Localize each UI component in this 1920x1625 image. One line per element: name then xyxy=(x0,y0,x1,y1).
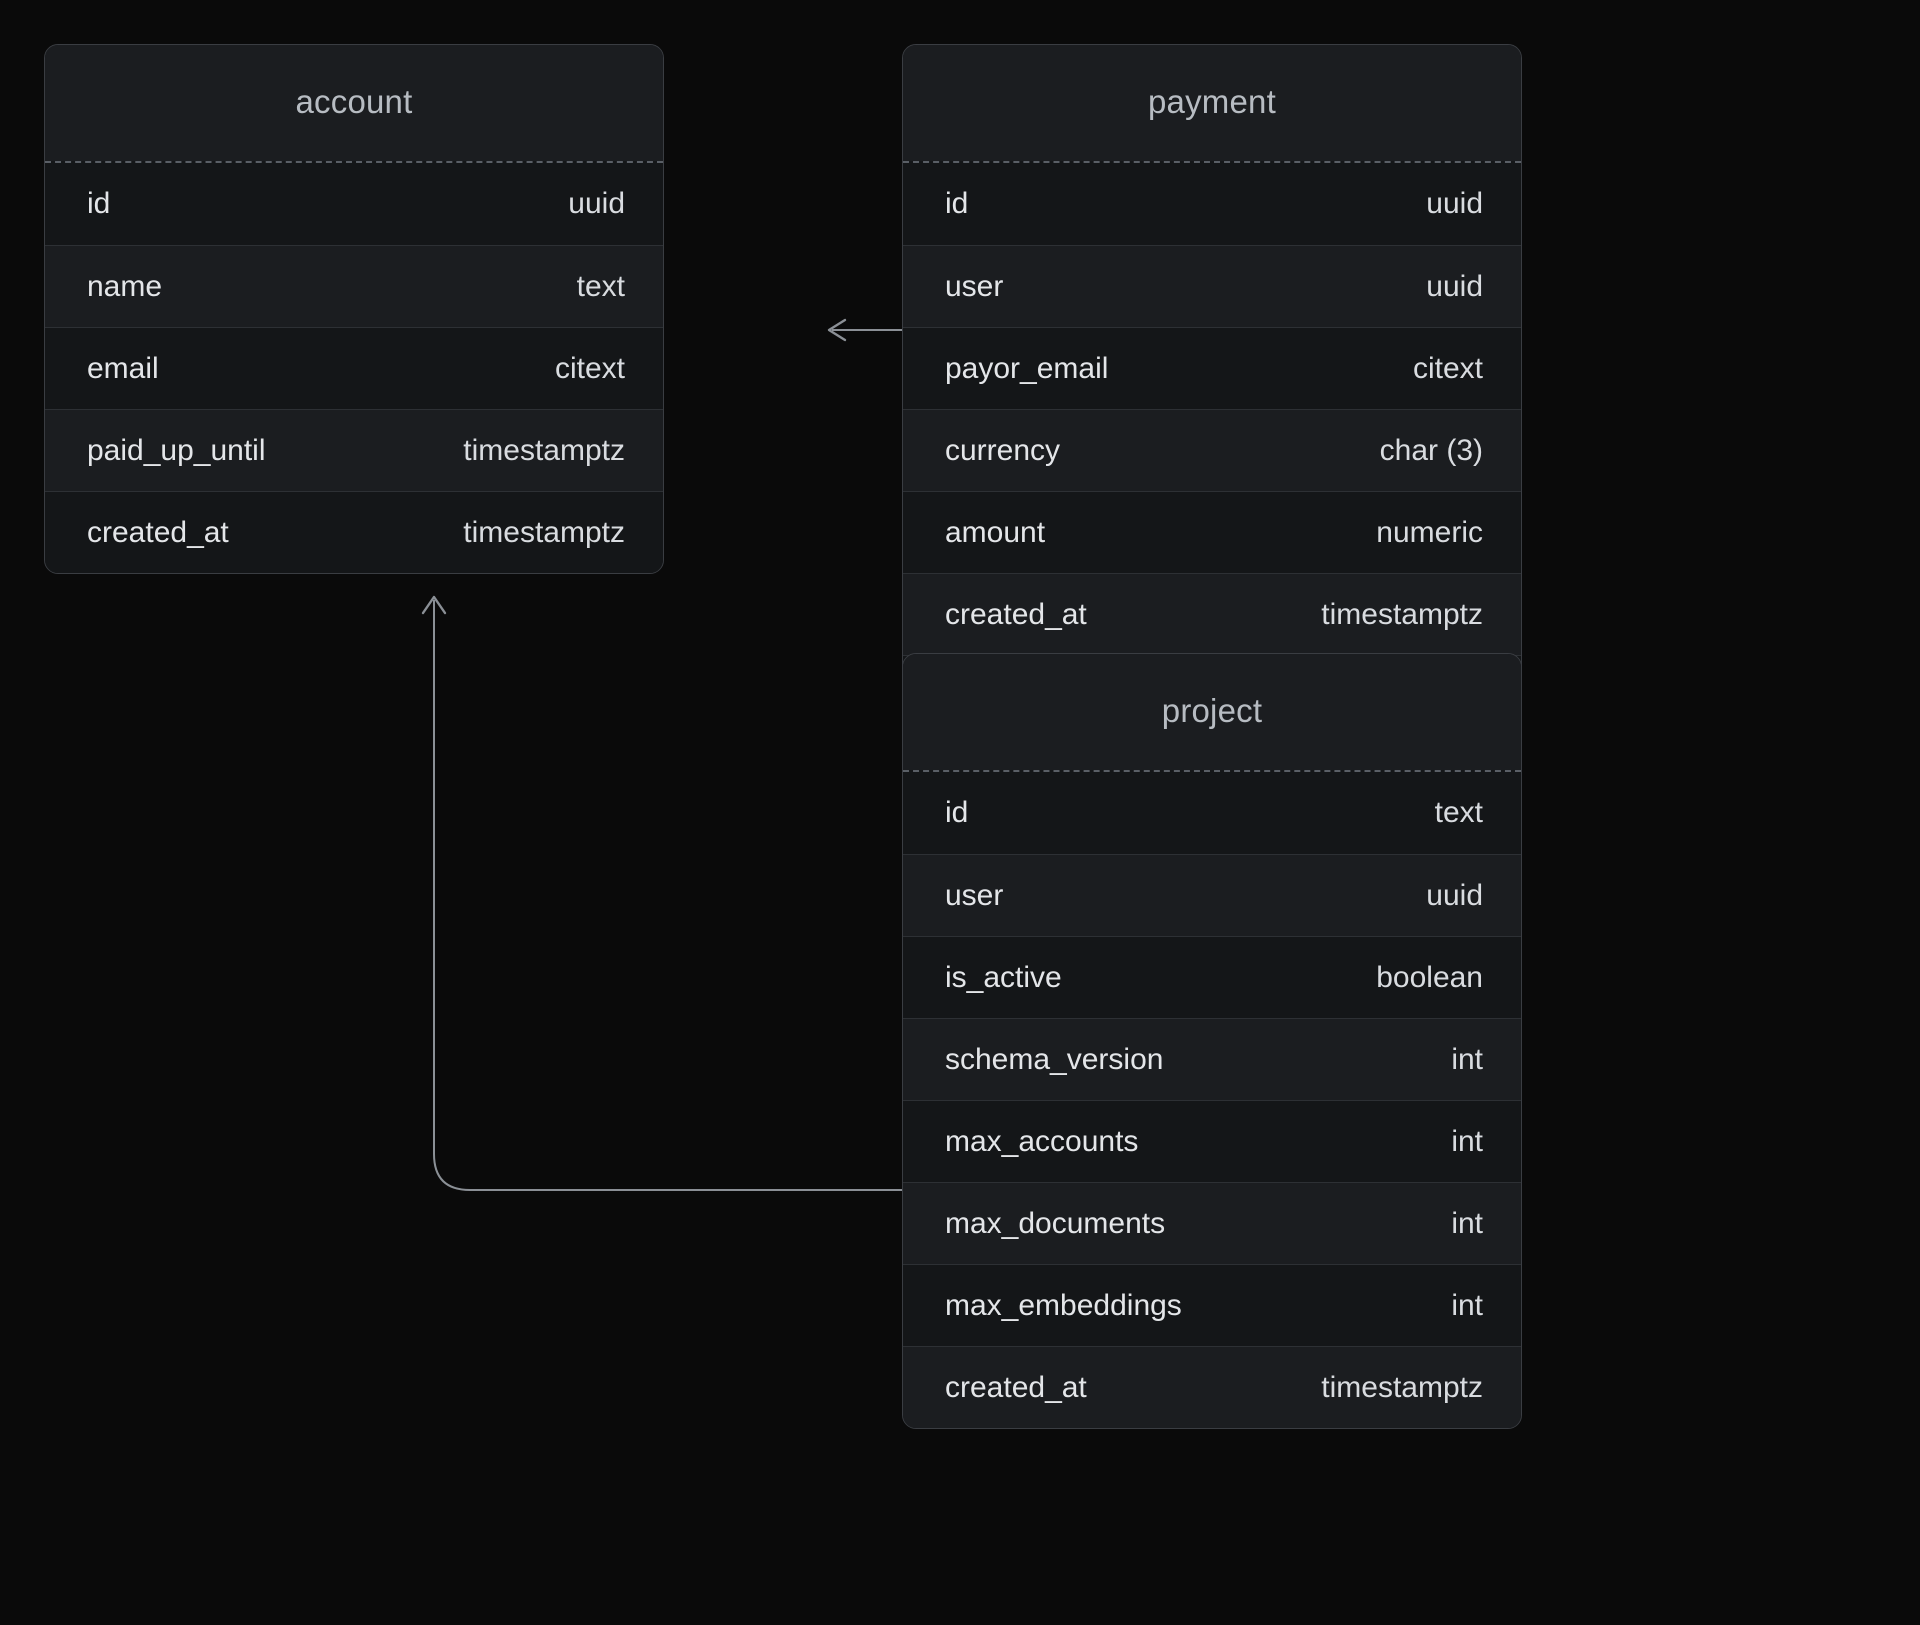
field-row[interactable]: max_documents int xyxy=(903,1182,1521,1264)
field-name: amount xyxy=(945,515,1046,549)
field-type: uuid xyxy=(568,187,625,220)
title-divider xyxy=(903,161,1521,163)
field-name: max_embeddings xyxy=(945,1288,1182,1322)
field-type: int xyxy=(1451,1124,1483,1158)
field-row[interactable]: name text xyxy=(45,245,663,327)
field-name: user xyxy=(945,269,1004,303)
field-row[interactable]: max_embeddings int xyxy=(903,1264,1521,1346)
field-name: user xyxy=(945,878,1004,912)
field-type: int xyxy=(1451,1206,1483,1240)
field-list-payment: id uuid user uuid payor_email citext cur… xyxy=(903,163,1521,737)
field-name: payor_email xyxy=(945,351,1109,385)
field-name: id xyxy=(945,187,969,220)
field-row[interactable]: created_at timestamptz xyxy=(903,1346,1521,1428)
field-name: created_at xyxy=(945,597,1087,631)
field-type: timestamptz xyxy=(463,433,625,467)
field-row[interactable]: max_accounts int xyxy=(903,1100,1521,1182)
field-list-project: id text user uuid is_active boolean sche… xyxy=(903,772,1521,1428)
field-type: citext xyxy=(1412,351,1483,385)
title-divider xyxy=(903,770,1521,772)
field-type: int xyxy=(1451,1288,1483,1322)
field-name: created_at xyxy=(945,1370,1087,1404)
field-row[interactable]: currency char (3) xyxy=(903,409,1521,491)
field-row[interactable]: is_active boolean xyxy=(903,936,1521,1018)
field-name: currency xyxy=(945,433,1061,467)
entity-payment[interactable]: payment id uuid user uuid payor_email ci… xyxy=(902,44,1522,738)
field-type: text xyxy=(1434,796,1483,829)
field-type: timestamptz xyxy=(463,515,625,549)
field-name: is_active xyxy=(945,960,1062,994)
field-name: id xyxy=(87,187,111,220)
field-type: timestamptz xyxy=(1321,1370,1483,1404)
field-name: max_accounts xyxy=(945,1124,1139,1158)
field-name: created_at xyxy=(87,515,229,549)
field-row[interactable]: user uuid xyxy=(903,245,1521,327)
field-row[interactable]: amount numeric xyxy=(903,491,1521,573)
field-row[interactable]: id uuid xyxy=(45,163,663,245)
field-name: name xyxy=(87,269,163,303)
field-type: uuid xyxy=(1426,269,1483,303)
field-name: max_documents xyxy=(945,1206,1166,1240)
field-list-account: id uuid name text email citext paid_up_u… xyxy=(45,163,663,573)
field-type: char (3) xyxy=(1379,433,1483,467)
field-name: schema_version xyxy=(945,1042,1164,1076)
field-row[interactable]: id uuid xyxy=(903,163,1521,245)
entity-title-project: project xyxy=(903,654,1521,770)
field-row[interactable]: created_at timestamptz xyxy=(45,491,663,573)
field-name: paid_up_until xyxy=(87,433,266,467)
field-name: id xyxy=(945,796,969,829)
field-row[interactable]: id text xyxy=(903,772,1521,854)
field-row[interactable]: user uuid xyxy=(903,854,1521,936)
field-row[interactable]: paid_up_until timestamptz xyxy=(45,409,663,491)
field-type: text xyxy=(576,269,625,303)
title-divider xyxy=(45,161,663,163)
entity-project[interactable]: project id text user uuid is_active bool… xyxy=(902,653,1522,1429)
entity-account[interactable]: account id uuid name text email citext p… xyxy=(44,44,664,574)
field-type: uuid xyxy=(1426,187,1483,220)
field-type: numeric xyxy=(1376,515,1483,549)
field-row[interactable]: email citext xyxy=(45,327,663,409)
field-type: citext xyxy=(554,351,625,385)
field-row[interactable]: payor_email citext xyxy=(903,327,1521,409)
field-type: timestamptz xyxy=(1321,597,1483,631)
field-row[interactable]: created_at timestamptz xyxy=(903,573,1521,655)
field-row[interactable]: schema_version int xyxy=(903,1018,1521,1100)
field-type: uuid xyxy=(1426,878,1483,912)
field-type: boolean xyxy=(1376,960,1483,994)
entity-title-account: account xyxy=(45,45,663,161)
field-name: email xyxy=(87,351,159,385)
field-type: int xyxy=(1451,1042,1483,1076)
entity-title-payment: payment xyxy=(903,45,1521,161)
